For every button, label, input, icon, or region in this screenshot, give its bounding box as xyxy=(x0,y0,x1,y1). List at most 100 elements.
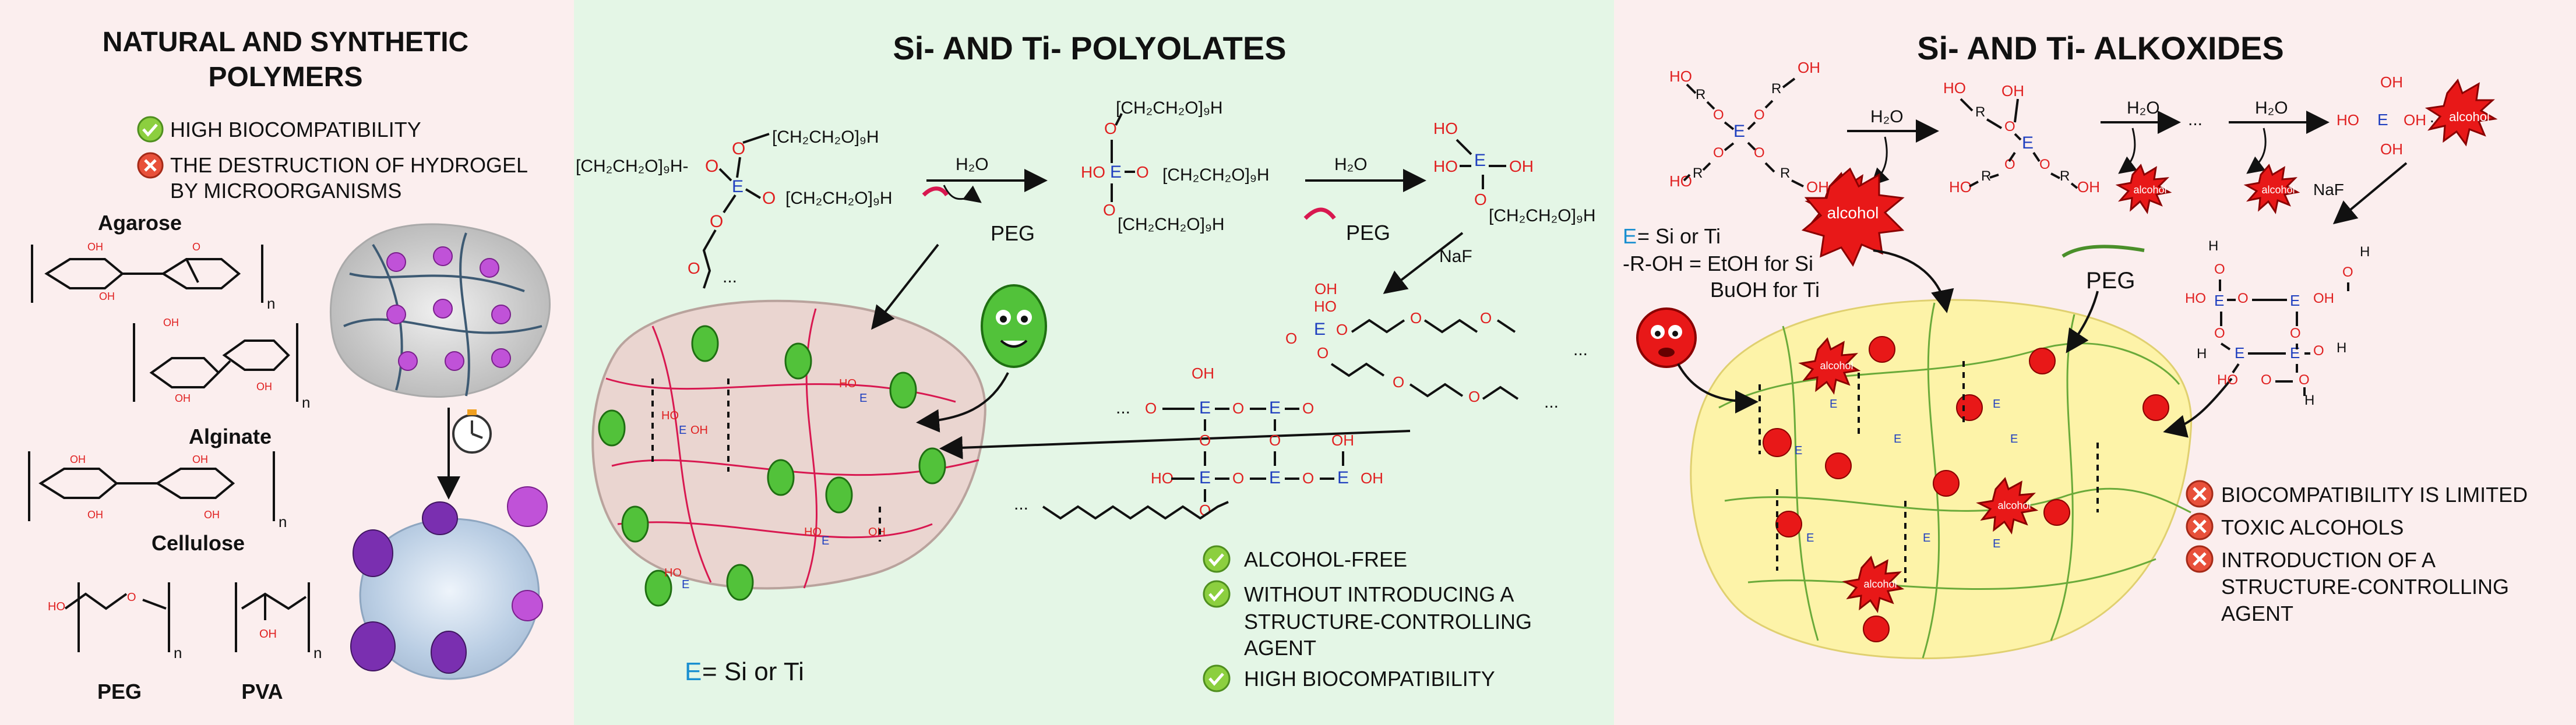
cross-icon xyxy=(2186,480,2214,508)
alkoxide-cons-list: BIOCOMPATIBILITY IS LIMITED TOXIC ALCOHO… xyxy=(2186,480,2528,625)
svg-text:alcohol: alcohol xyxy=(1997,500,2031,511)
svg-text:E: E xyxy=(1314,320,1326,339)
alcohol-splat-icon: alcohol xyxy=(1842,556,1905,613)
svg-text:[CH₂CH₂O]₉H: [CH₂CH₂O]₉H xyxy=(1162,165,1270,185)
polyolate-pros-list: ALCOHOL-FREE WITHOUT INTRODUCING A STRUC… xyxy=(1203,545,1532,692)
peg-chain-icon xyxy=(2061,245,2145,258)
element-legend-text: = Si or Ti xyxy=(702,657,804,686)
pro-item-3: HIGH BIOCOMPATIBILITY xyxy=(1244,667,1495,691)
hydroxide-to-network-arrow xyxy=(2332,162,2408,225)
intermediate-polyolate: HO E O O O [CH₂CH₂O]₉H [CH₂CH₂O]₉H [CH₂C… xyxy=(1081,98,1270,234)
right-legend-e-text: = Si or Ti xyxy=(1637,224,1721,248)
svg-text:OH: OH xyxy=(2001,82,2024,100)
svg-text:O: O xyxy=(2261,372,2272,388)
svg-text:E: E xyxy=(1733,122,1745,141)
svg-text:O: O xyxy=(1754,145,1765,161)
svg-text:O: O xyxy=(1468,388,1480,405)
svg-text:O: O xyxy=(1145,399,1157,417)
svg-text:HO: HO xyxy=(804,526,822,539)
svg-text:H: H xyxy=(2360,244,2370,260)
svg-text:HO: HO xyxy=(2217,372,2238,388)
svg-text:O: O xyxy=(705,157,718,176)
svg-text:E: E xyxy=(679,424,686,437)
svg-text:O: O xyxy=(2004,157,2015,172)
svg-text:O: O xyxy=(1104,119,1117,137)
pro-item-2-line1: WITHOUT INTRODUCING A xyxy=(1244,582,1514,606)
svg-text:O: O xyxy=(1393,373,1404,391)
svg-text:OH: OH xyxy=(163,317,179,328)
svg-text:alcohol: alcohol xyxy=(1827,204,1879,222)
svg-text:O: O xyxy=(1410,309,1422,327)
svg-text:n: n xyxy=(279,513,287,531)
svg-text:O: O xyxy=(1474,190,1487,208)
peg-label: PEG xyxy=(97,680,142,703)
network-nodes: E E E E E E E E xyxy=(1759,361,2099,582)
network-to-gel-arrow xyxy=(939,430,1411,459)
bacterium-arrow xyxy=(916,372,1009,433)
svg-text:OH: OH xyxy=(1331,432,1354,449)
svg-text:O: O xyxy=(1199,432,1211,449)
svg-text:R: R xyxy=(1696,87,1705,102)
left-con-line2: BY MICROORGANISMS xyxy=(170,179,401,203)
svg-text:E: E xyxy=(2377,111,2388,129)
svg-text:HO: HO xyxy=(48,600,65,613)
hydroxide-product: OH HO E OH OH ... xyxy=(2337,73,2443,158)
svg-text:alcohol: alcohol xyxy=(2133,184,2166,196)
svg-text:O: O xyxy=(2342,264,2353,280)
cross-icon xyxy=(2186,512,2214,540)
peg-to-gel-arrow xyxy=(871,243,939,330)
svg-text:...: ... xyxy=(1573,340,1588,359)
con-item-3-line2: STRUCTURE-CONTROLLING xyxy=(2221,575,2509,599)
svg-text:OH: OH xyxy=(256,381,272,392)
svg-text:O: O xyxy=(732,139,745,158)
check-icon xyxy=(1203,545,1231,573)
svg-text:OH: OH xyxy=(1315,280,1337,298)
check-icon xyxy=(1203,664,1231,692)
svg-text:O: O xyxy=(2237,291,2249,306)
svg-text:HO: HO xyxy=(1433,119,1458,137)
svg-text:...: ... xyxy=(1014,494,1028,514)
peg-structure: HO O n xyxy=(48,582,182,662)
svg-text:O: O xyxy=(1136,163,1149,181)
bacterium-illustration xyxy=(981,284,1047,368)
svg-text:E: E xyxy=(1474,151,1486,170)
svg-text:[CH₂CH₂O]₉H-: [CH₂CH₂O]₉H- xyxy=(576,157,689,176)
water-label-1: H₂O xyxy=(956,155,989,174)
svg-text:E: E xyxy=(1269,398,1281,418)
svg-text:n: n xyxy=(302,394,310,411)
alcohol-splat-icon: alcohol xyxy=(1798,337,1861,395)
polyolate-network-structure: HO OH O E O O O O ... O O ... ... O E O … xyxy=(1014,280,1588,520)
agarose-structure: OH OH O n xyxy=(31,241,275,312)
right-peg-label: PEG xyxy=(2086,268,2135,293)
naf-arrow xyxy=(1383,232,1464,294)
svg-text:E: E xyxy=(2022,133,2034,153)
svg-text:OH: OH xyxy=(192,454,208,465)
svg-text:HO: HO xyxy=(839,377,857,390)
polyolate-hydrogel-illustration: HO E OH HO E HO E OH HO E xyxy=(591,299,986,607)
left-pro-text: HIGH BIOCOMPATIBILITY xyxy=(170,118,421,142)
svg-text:alcohol: alcohol xyxy=(1820,360,1853,372)
pva-structure: OH n xyxy=(235,582,322,662)
svg-text:n: n xyxy=(267,295,275,312)
svg-text:O: O xyxy=(2214,261,2225,277)
svg-text:R: R xyxy=(1975,104,1985,120)
svg-text:E: E xyxy=(1993,537,2000,550)
svg-text:OH: OH xyxy=(2380,140,2403,158)
svg-text:OH: OH xyxy=(1806,178,1829,196)
svg-text:O: O xyxy=(1232,399,1244,417)
svg-text:OH: OH xyxy=(2404,111,2426,129)
svg-text:O: O xyxy=(1302,469,1314,487)
right-legend-e: E xyxy=(1623,224,1637,248)
svg-text:O: O xyxy=(2214,326,2225,341)
svg-text:O: O xyxy=(1232,469,1244,487)
svg-text:[CH₂CH₂O]₉H: [CH₂CH₂O]₉H xyxy=(772,128,879,147)
alkoxide-intermediate: HO OH HO OH E O O O R R R xyxy=(1943,79,2100,196)
svg-text:O: O xyxy=(1713,145,1724,161)
svg-text:O: O xyxy=(1336,321,1348,338)
alkoxide-hydrogel-illustration: alcohol alcohol alcohol E E E E E E E E xyxy=(1636,299,2193,660)
check-icon xyxy=(137,116,164,143)
svg-text:O: O xyxy=(2290,326,2301,341)
cross-icon xyxy=(2186,545,2214,573)
svg-text:R: R xyxy=(1780,165,1790,181)
